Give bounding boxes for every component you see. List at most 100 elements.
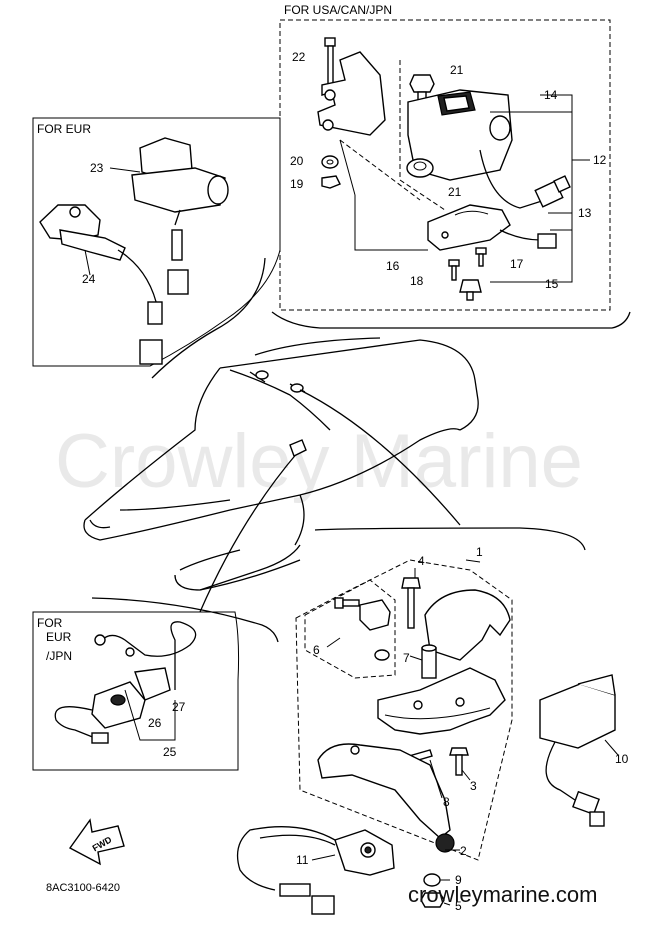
throttle-bracket [314, 527, 586, 551]
callout-19: 19 [290, 177, 304, 191]
callout-9: 9 [455, 873, 462, 887]
callout-1: 1 [476, 545, 483, 559]
switch-11-connector [311, 895, 335, 915]
callout-14: 14 [544, 88, 558, 102]
switch-wire [479, 149, 546, 209]
key-cable [199, 451, 299, 613]
usa-panel: FOR USA/CAN/JPN [271, 3, 631, 329]
connector-13 [534, 175, 571, 208]
cover-connector [537, 233, 557, 249]
screw-3 [449, 747, 469, 776]
callout-16: 16 [386, 259, 400, 273]
watermark: Crowley Marine [55, 419, 583, 504]
cover-wire [499, 229, 541, 241]
stop-switch-23 [131, 137, 229, 226]
bolt-15 [459, 279, 482, 301]
eur-panel: FOR EUR 23 24 [32, 117, 281, 379]
bracket-14-13 [540, 94, 573, 231]
leader-16-a [339, 139, 356, 196]
nut-5 [420, 892, 445, 908]
stop-switch-box-14 [407, 89, 513, 181]
throttle-switch-11 [236, 826, 395, 915]
eur-jpn-panel-border [32, 611, 240, 771]
callout-23: 23 [90, 161, 104, 175]
bracket-hole-top [324, 89, 336, 101]
eur-connector [167, 269, 189, 295]
eur-jpn-bracket [91, 597, 279, 643]
callout-21-top: 21 [450, 63, 464, 77]
callout-6: 6 [313, 643, 320, 657]
region-label-eur-jpn-3: /JPN [46, 649, 72, 663]
collar-7 [421, 647, 437, 679]
throttle-cover [424, 589, 511, 661]
throttle-assembly: 1 4 6 7 10 3 8 2 11 9 5 [236, 527, 629, 915]
key-wire [54, 706, 96, 739]
callout-2: 2 [460, 844, 467, 858]
callout-3: 3 [470, 779, 477, 793]
site-watermark: crowleymarine.com [408, 882, 598, 907]
callout-18: 18 [410, 274, 424, 288]
spring-6 [374, 649, 390, 661]
part-code: 8AC3100-6420 [46, 882, 120, 894]
callout-25: 25 [163, 745, 177, 759]
callout-20: 20 [290, 154, 304, 168]
upper-cable [254, 337, 381, 356]
block-6 [359, 599, 391, 631]
eur-jpn-panel: FOR EUR /JPN 26 27 25 [32, 597, 279, 771]
nut-21-top [409, 74, 435, 93]
callout-21-bottom: 21 [448, 185, 462, 199]
usa-panel-bracket [271, 311, 631, 329]
callout-13: 13 [578, 206, 592, 220]
screw-6 [334, 597, 360, 609]
hood-grommet-1 [255, 370, 269, 380]
mounting-bracket [317, 51, 386, 136]
usa-panel-border [279, 19, 611, 311]
callout-8: 8 [443, 795, 450, 809]
callout-15: 15 [545, 277, 559, 291]
callout-26: 26 [148, 716, 162, 730]
throttle-housing [377, 667, 506, 735]
key-switch-26 [91, 667, 171, 729]
screw-18 [448, 259, 460, 281]
callout-24: 24 [82, 272, 96, 286]
bracket-16 [354, 195, 428, 251]
eur-panel-bracket [151, 257, 266, 379]
lanyard-27 [99, 621, 197, 690]
grommet-21 [406, 158, 434, 178]
region-label-eur-jpn-1: FOR [37, 616, 63, 630]
throttle-cable [299, 389, 461, 526]
nut-19 [321, 175, 341, 189]
leader-15 [490, 95, 573, 283]
region-label-usa: FOR USA/CAN/JPN [284, 3, 392, 17]
region-label-eur: FOR EUR [37, 122, 91, 136]
connector-10 [539, 674, 616, 827]
bracket-hole-bottom [322, 119, 334, 131]
throttle-lever-24 [39, 204, 159, 311]
callout-11: 11 [296, 853, 309, 867]
switch-11-sleeve [279, 883, 311, 897]
fwd-arrow: FWD [68, 818, 125, 866]
bracket-25 [124, 689, 176, 741]
region-label-eur-jpn-2: EUR [46, 630, 72, 644]
explode-line-1 [399, 60, 446, 211]
callout-10: 10 [615, 752, 629, 766]
screw-17 [475, 247, 487, 267]
callout-17: 17 [510, 257, 524, 271]
explode-line-2 [339, 139, 421, 201]
eur-lower-connector [139, 339, 163, 365]
throttle-lever-2 [317, 743, 455, 853]
assembly-6-border [304, 579, 396, 679]
eur-panel-border [32, 117, 281, 367]
callout-12: 12 [593, 153, 607, 167]
callout-7: 7 [403, 651, 410, 665]
bolt-22 [324, 37, 336, 87]
callout-4: 4 [418, 554, 425, 568]
washer-20 [321, 155, 339, 169]
callout-27: 27 [172, 700, 186, 714]
eur-wire-sleeve [171, 229, 183, 261]
callout-5: 5 [455, 899, 462, 913]
bolt-4 [401, 577, 421, 629]
snowmobile-body [83, 337, 479, 613]
cable-clip [289, 439, 307, 457]
